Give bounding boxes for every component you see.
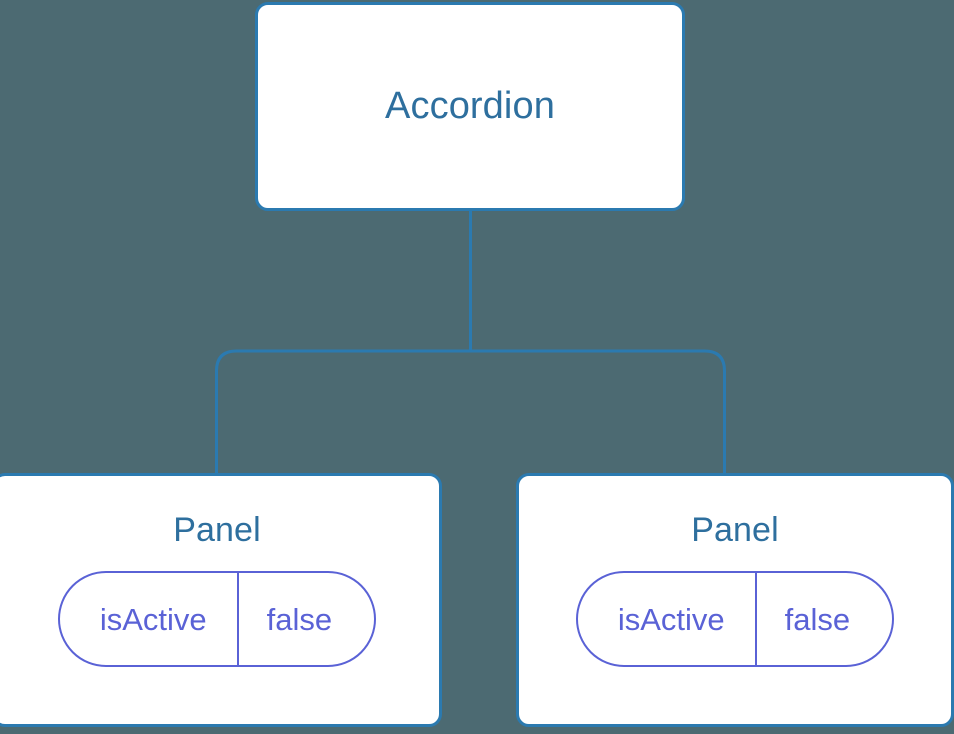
- prop-pill-right[interactable]: isActive false: [575, 571, 895, 668]
- node-accordion-label: Accordion: [385, 84, 555, 127]
- prop-value-isactive-right: false: [784, 601, 851, 637]
- prop-value-isactive-left: false: [266, 601, 333, 637]
- node-panel-left-label: Panel: [173, 511, 261, 549]
- connector-branch: [215, 349, 726, 474]
- node-panel-right[interactable]: Panel isActive false: [516, 473, 954, 727]
- prop-pill-left[interactable]: isActive false: [57, 571, 377, 668]
- prop-key-isactive-left: isActive: [60, 573, 239, 666]
- node-accordion[interactable]: Accordion: [255, 2, 685, 211]
- node-panel-right-label: Panel: [691, 511, 779, 549]
- prop-key-isactive-right: isActive: [578, 573, 757, 666]
- node-panel-left[interactable]: Panel isActive false: [0, 473, 442, 727]
